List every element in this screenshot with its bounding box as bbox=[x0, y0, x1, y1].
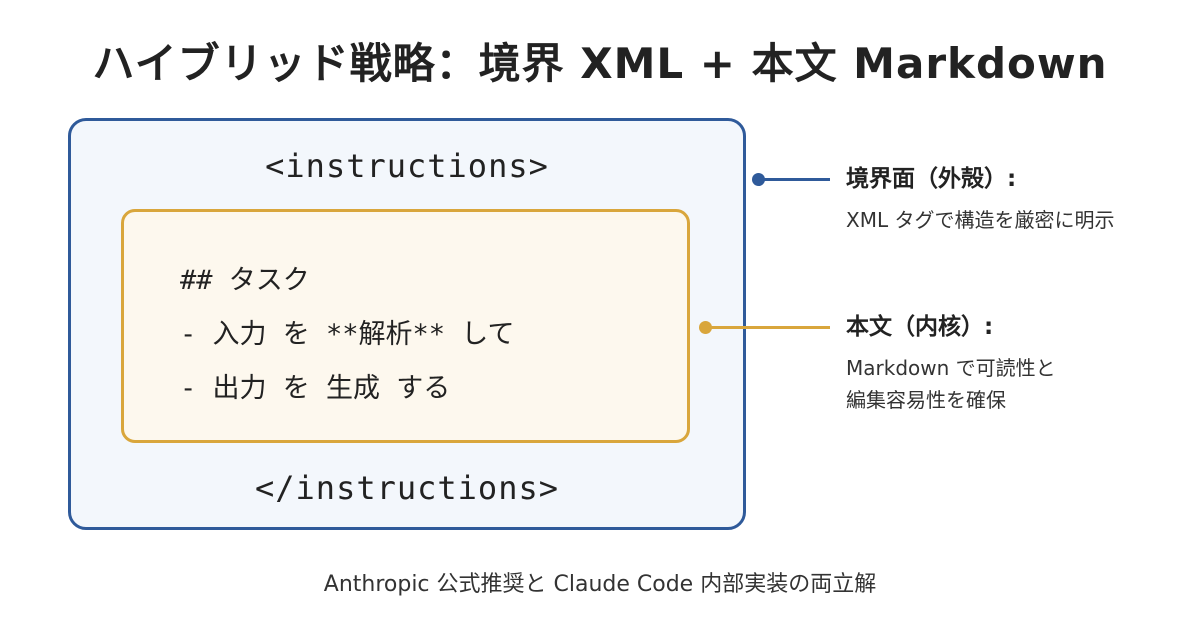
xml-close-tag: </instructions> bbox=[255, 469, 559, 507]
inner-connector-dot bbox=[699, 321, 712, 334]
outer-annotation-description: XML タグで構造を厳密に明示 bbox=[846, 208, 1115, 232]
xml-open-tag: <instructions> bbox=[265, 147, 549, 185]
markdown-list-item: - 出力 を 生成 する bbox=[180, 373, 451, 404]
xml-boundary-box: <instructions> ## タスク - 入力 を **解析** して -… bbox=[68, 118, 746, 530]
outer-connector-dot bbox=[752, 173, 765, 186]
page-title: ハイブリッド戦略：境界 XML + 本文 Markdown bbox=[92, 39, 1108, 88]
outer-annotation-heading: 境界面（外殻）: bbox=[846, 166, 1017, 192]
outer-connector-line bbox=[758, 178, 830, 181]
inner-annotation: 本文（内核）: Markdown で可読性と 編集容易性を確保 bbox=[846, 312, 1186, 416]
inner-annotation-description: Markdown で可読性と 編集容易性を確保 bbox=[846, 352, 1186, 416]
markdown-list-item: - 入力 を **解析** して bbox=[180, 319, 515, 350]
inner-connector-line bbox=[705, 326, 830, 329]
inner-annotation-heading: 本文（内核）: bbox=[846, 314, 994, 340]
markdown-body-box: ## タスク - 入力 を **解析** して - 出力 を 生成 する bbox=[121, 209, 690, 443]
inner-annotation-description-line: 編集容易性を確保 bbox=[846, 388, 1006, 412]
inner-annotation-description-line: Markdown で可読性と bbox=[846, 356, 1056, 380]
markdown-heading-line: ## タスク bbox=[180, 265, 310, 296]
outer-annotation: 境界面（外殻）: XML タグで構造を厳密に明示 bbox=[846, 164, 1186, 236]
footer-caption: Anthropic 公式推奨と Claude Code 内部実装の両立解 bbox=[323, 572, 877, 597]
